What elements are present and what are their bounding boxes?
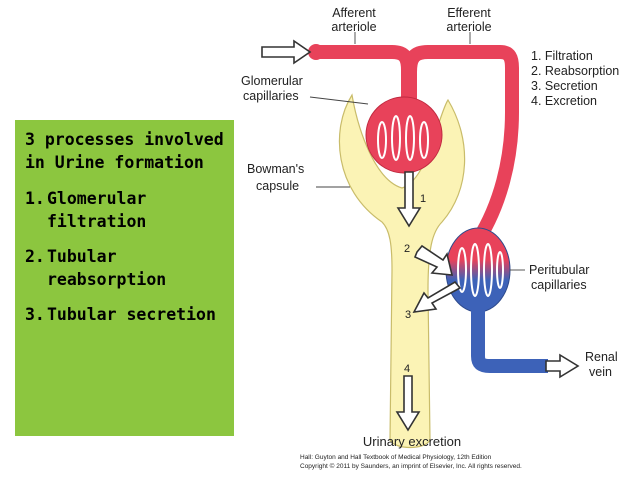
arrow-number-1: 1 bbox=[420, 193, 426, 205]
process-text: Glomerular filtration bbox=[47, 189, 147, 231]
renal-vein-label-2: vein bbox=[589, 365, 612, 379]
renal-vein bbox=[471, 310, 548, 373]
efferent-label-1: Efferent bbox=[447, 6, 491, 20]
afferent-end bbox=[308, 44, 324, 60]
credit-line-1: Hall: Guyton and Hall Textbook of Medica… bbox=[300, 454, 492, 461]
excretion-arrow bbox=[395, 375, 421, 432]
glomerular-leader bbox=[309, 96, 369, 105]
efferent-label-2: arteriole bbox=[446, 20, 491, 34]
glomerular-capillaries bbox=[365, 96, 443, 174]
process-text: Tubular reabsorption bbox=[47, 247, 167, 289]
arterial-inflow-arrow bbox=[261, 39, 312, 65]
processes-list: 1.Glomerular filtration 2.Tubular reabso… bbox=[25, 187, 228, 326]
bowman-label-2: capsule bbox=[256, 179, 299, 193]
arrow-number-3: 3 bbox=[405, 309, 411, 321]
process-number: 1. bbox=[25, 189, 45, 208]
process-number: 2. bbox=[25, 247, 45, 266]
urinary-excretion-label: Urinary excretion bbox=[363, 434, 461, 449]
credit-line-2: Copyright © 2011 by Saunders, an imprint… bbox=[300, 462, 522, 470]
peritubular-label-2: capillaries bbox=[531, 278, 587, 292]
afferent-label-1: Afferent bbox=[332, 6, 376, 20]
peritubular-capillaries bbox=[445, 227, 511, 313]
glomerular-label-2: capillaries bbox=[243, 89, 299, 103]
arrow-number-2: 2 bbox=[404, 243, 410, 255]
process-list-item: 2. Reabsorption bbox=[531, 64, 619, 78]
arrow-number-4: 4 bbox=[404, 363, 410, 375]
process-number: 3. bbox=[25, 305, 45, 324]
process-list-item: 1. Filtration bbox=[531, 49, 593, 63]
secretion-arrow bbox=[412, 280, 462, 314]
glomerular-label-1: Glomerular bbox=[241, 74, 303, 88]
bowman-label-1: Bowman's bbox=[247, 162, 304, 176]
process-item: 2.Tubular reabsorption bbox=[25, 245, 228, 291]
efferent-arteriole bbox=[403, 45, 519, 247]
process-text: Tubular secretion bbox=[47, 305, 216, 324]
reabsorption-arrow bbox=[413, 244, 454, 276]
afferent-label-2: arteriole bbox=[331, 20, 376, 34]
process-item: 1.Glomerular filtration bbox=[25, 187, 228, 233]
renal-vein-label-1: Renal bbox=[585, 350, 618, 364]
process-item: 3.Tubular secretion bbox=[25, 303, 228, 326]
processes-intro: 3 processes involved in Urine formation bbox=[25, 130, 224, 172]
renal-vein-outflow-arrow bbox=[545, 353, 580, 379]
peritubular-label-1: Peritubular bbox=[529, 263, 589, 277]
processes-panel: 3 processes involved in Urine formation … bbox=[15, 120, 234, 436]
process-list-item: 4. Excretion bbox=[531, 94, 597, 108]
process-list-item: 3. Secretion bbox=[531, 79, 598, 93]
filtration-arrow bbox=[396, 171, 422, 228]
